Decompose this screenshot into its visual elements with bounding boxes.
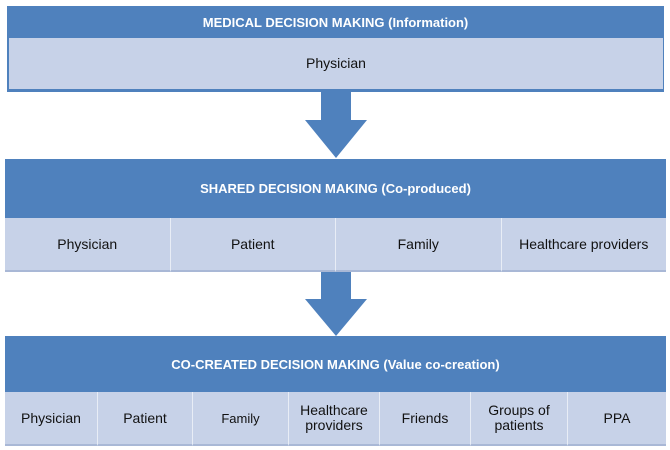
arrow-down-icon	[305, 272, 367, 336]
participant-groups-of-patients: Groups of patients	[471, 392, 568, 446]
arrow-down-icon	[305, 92, 367, 158]
co-created-decision-making-header: CO-CREATED DECISION MAKING (Value co-cre…	[5, 336, 666, 392]
participant-physician: Physician	[5, 392, 98, 446]
medical-decision-making-header: MEDICAL DECISION MAKING (Information)	[7, 6, 664, 38]
participant-family: Family	[336, 218, 502, 272]
shared-decision-making-header: SHARED DECISION MAKING (Co-produced)	[5, 159, 666, 218]
participant-patient: Patient	[170, 218, 336, 272]
medical-decision-making-row: Physician	[7, 38, 664, 92]
participant-healthcare-providers: Healthcare providers	[289, 392, 380, 446]
participant-family: Family	[193, 392, 289, 446]
participant-healthcare-providers: Healthcare providers	[501, 218, 666, 272]
co-created-decision-making-row: Physician Patient Family Healthcare prov…	[5, 392, 666, 446]
participant-friends: Friends	[380, 392, 471, 446]
participant-patient: Patient	[98, 392, 193, 446]
participant-physician: Physician	[5, 218, 171, 272]
participant-ppa: PPA	[568, 392, 666, 446]
participant-physician: Physician	[9, 38, 663, 92]
shared-decision-making-row: Physician Patient Family Healthcare prov…	[5, 218, 666, 272]
